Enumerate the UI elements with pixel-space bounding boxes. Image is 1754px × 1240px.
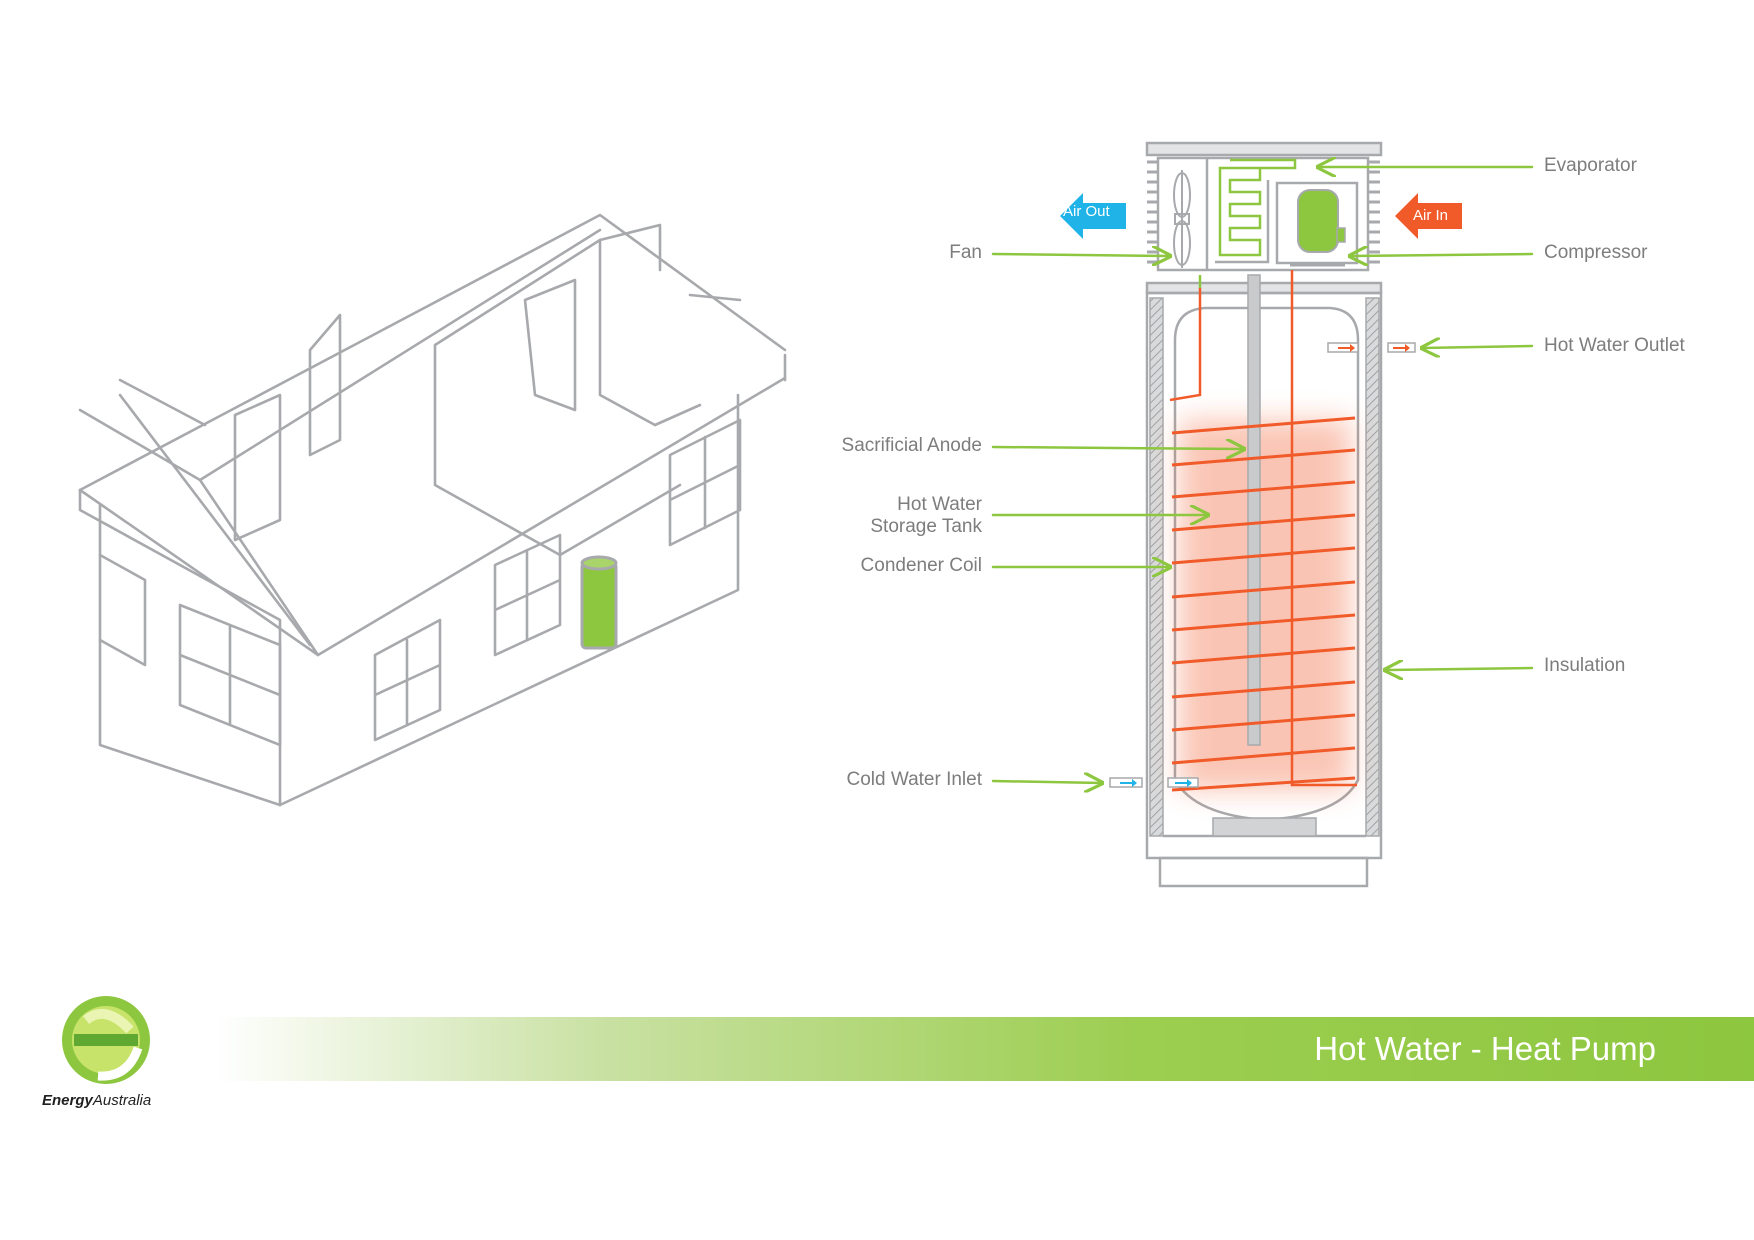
heat-pump-unit xyxy=(1109,141,1416,888)
condenser-coil xyxy=(1171,416,1356,792)
air-in-arrow xyxy=(1395,193,1462,239)
hot-water-outlet-pipe xyxy=(1327,342,1416,353)
fan-icon xyxy=(1173,170,1191,268)
cold-water-inlet-pipe xyxy=(1109,777,1199,788)
storage-tank-label-line2: Storage Tank xyxy=(870,516,982,537)
evaporator-coil xyxy=(1218,158,1297,257)
compressor-icon xyxy=(1297,189,1346,253)
compressor-label: Compressor xyxy=(1544,242,1648,263)
callout-lines xyxy=(991,167,1534,783)
insulation-label: Insulation xyxy=(1544,655,1626,676)
brand-bold: Energy xyxy=(42,1092,93,1109)
title-banner: Hot Water - Heat Pump xyxy=(215,1017,1754,1081)
house-sketch xyxy=(78,213,787,807)
fan-label: Fan xyxy=(949,242,982,263)
sacrificial-anode-label: Sacrificial Anode xyxy=(841,435,982,456)
air-out-label: Air Out xyxy=(1063,203,1110,220)
page-title: Hot Water - Heat Pump xyxy=(1314,1030,1656,1067)
condenser-coil-label: Condener Coil xyxy=(860,555,982,576)
evaporator-label: Evaporator xyxy=(1544,155,1637,176)
hot-water-outlet-label: Hot Water Outlet xyxy=(1544,335,1685,356)
energy-australia-logo-icon xyxy=(62,996,150,1084)
storage-tank-label-line1: Hot Water xyxy=(897,494,982,515)
brand-wordmark: EnergyAustralia xyxy=(42,1092,151,1109)
air-out-arrow xyxy=(1060,193,1126,239)
air-in-label: Air In xyxy=(1413,207,1449,224)
house-heat-pump-unit xyxy=(580,555,618,650)
brand-rest: Australia xyxy=(92,1092,152,1109)
cold-water-inlet-label: Cold Water Inlet xyxy=(846,769,982,790)
sacrificial-anode xyxy=(1247,274,1261,746)
insulation-right xyxy=(1365,297,1380,837)
